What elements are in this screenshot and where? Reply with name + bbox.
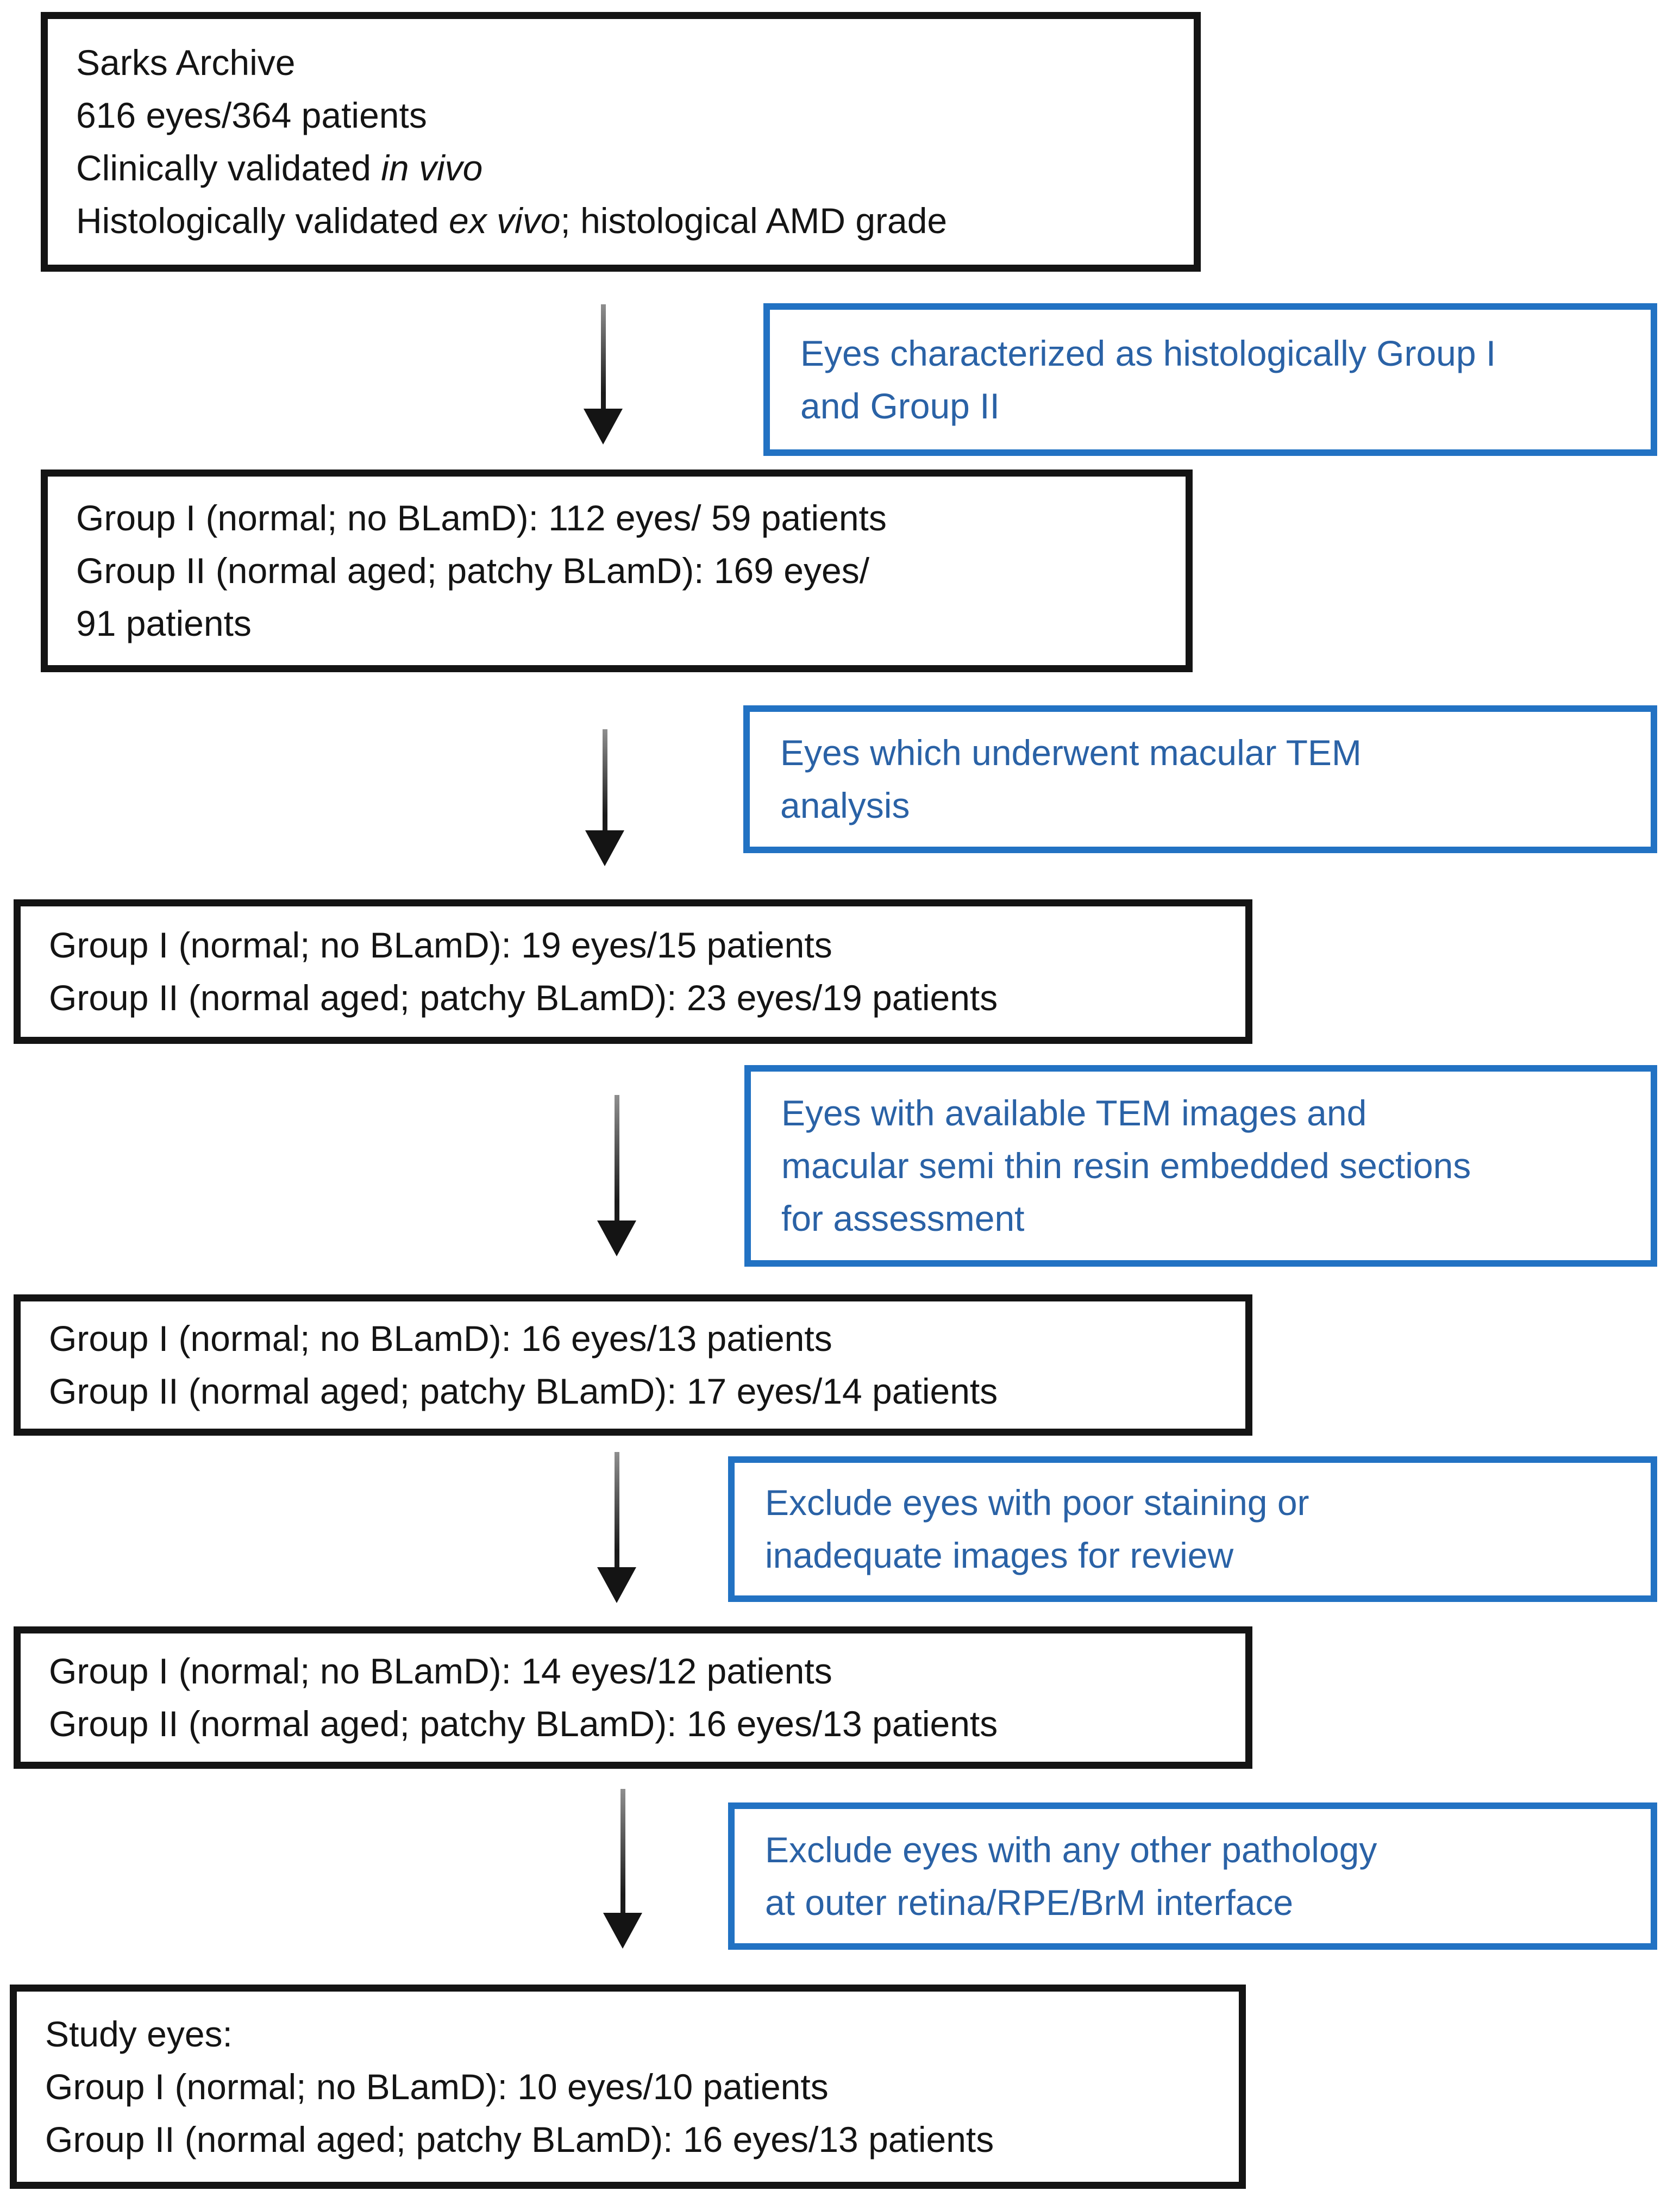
- box-line: Histologically validated ex vivo; histol…: [76, 201, 948, 241]
- box-line: 91 patients: [76, 603, 252, 643]
- box-line: Group I (normal; no BLamD): 10 eyes/10 p…: [45, 2066, 829, 2107]
- box-line: Group II (normal aged; patchy BLamD): 23…: [49, 978, 998, 1018]
- arrow-down-icon: [585, 830, 624, 866]
- box-line: 616 eyes/364 patients: [76, 95, 427, 135]
- annotation-histology-groups: Eyes characterized as histologically Gro…: [763, 303, 1657, 456]
- box-line: Group I (normal; no BLamD): 19 eyes/15 p…: [49, 925, 832, 965]
- flow-box-groups-after-quality-exclusion: Group I (normal; no BLamD): 14 eyes/12 p…: [14, 1626, 1252, 1769]
- arrow-down-icon: [603, 1913, 642, 1949]
- flow-arrow-5: [603, 1789, 642, 1949]
- flow-box-groups-initial: Group I (normal; no BLamD): 112 eyes/ 59…: [41, 470, 1193, 672]
- flow-box-groups-available-images: Group I (normal; no BLamD): 16 eyes/13 p…: [14, 1294, 1252, 1436]
- annotation-line: macular semi thin resin embedded section…: [781, 1146, 1471, 1186]
- annotation-line: inadequate images for review: [765, 1535, 1234, 1575]
- box-line: Group II (normal aged; patchy BLamD): 16…: [45, 2119, 994, 2160]
- annotation-line: Eyes which underwent macular TEM: [780, 733, 1362, 773]
- box-line: Study eyes:: [45, 2013, 233, 2054]
- flow-box-study-eyes: Study eyes: Group I (normal; no BLamD): …: [10, 1985, 1246, 2189]
- annotation-line: analysis: [780, 785, 910, 825]
- arrow-stem: [620, 1789, 625, 1913]
- arrow-stem: [614, 1452, 619, 1567]
- annotation-line: Exclude eyes with poor staining or: [765, 1482, 1309, 1523]
- arrow-stem: [600, 304, 606, 409]
- flow-box-groups-tem-analysis: Group I (normal; no BLamD): 19 eyes/15 p…: [14, 899, 1252, 1044]
- annotation-line: and Group II: [800, 385, 1000, 426]
- flow-arrow-3: [597, 1095, 636, 1256]
- arrow-stem: [614, 1095, 619, 1220]
- annotation-line: at outer retina/RPE/BrM interface: [765, 1882, 1294, 1923]
- box-line: Clinically validated in vivo: [76, 148, 483, 188]
- flow-arrow-1: [584, 304, 623, 445]
- arrow-down-icon: [597, 1220, 636, 1256]
- box-line: Group I (normal; no BLamD): 14 eyes/12 p…: [49, 1651, 832, 1691]
- annotation-exclude-staining: Exclude eyes with poor staining or inade…: [728, 1456, 1657, 1602]
- arrow-stem: [602, 729, 607, 830]
- arrow-down-icon: [597, 1567, 636, 1603]
- annotation-macular-tem: Eyes which underwent macular TEM analysi…: [743, 705, 1657, 853]
- box-line: Sarks Archive: [76, 42, 296, 83]
- annotation-line: Exclude eyes with any other pathology: [765, 1829, 1377, 1870]
- annotation-tem-images-sections: Eyes with available TEM images and macul…: [744, 1065, 1657, 1267]
- annotation-line: Eyes with available TEM images and: [781, 1093, 1367, 1133]
- annotation-line: Eyes characterized as histologically Gro…: [800, 333, 1496, 373]
- box-line: Group I (normal; no BLamD): 16 eyes/13 p…: [49, 1318, 832, 1359]
- annotation-exclude-pathology: Exclude eyes with any other pathology at…: [728, 1802, 1657, 1950]
- arrow-down-icon: [584, 409, 623, 445]
- flow-box-sarks-archive: Sarks Archive 616 eyes/364 patients Clin…: [41, 12, 1201, 272]
- box-line: Group II (normal aged; patchy BLamD): 16…: [76, 550, 870, 591]
- flow-arrow-4: [597, 1452, 636, 1603]
- box-line: Group I (normal; no BLamD): 112 eyes/ 59…: [76, 498, 887, 538]
- box-line: Group II (normal aged; patchy BLamD): 17…: [49, 1371, 998, 1411]
- flow-arrow-2: [585, 729, 624, 866]
- box-line: Group II (normal aged; patchy BLamD): 16…: [49, 1704, 998, 1744]
- annotation-line: for assessment: [781, 1198, 1025, 1238]
